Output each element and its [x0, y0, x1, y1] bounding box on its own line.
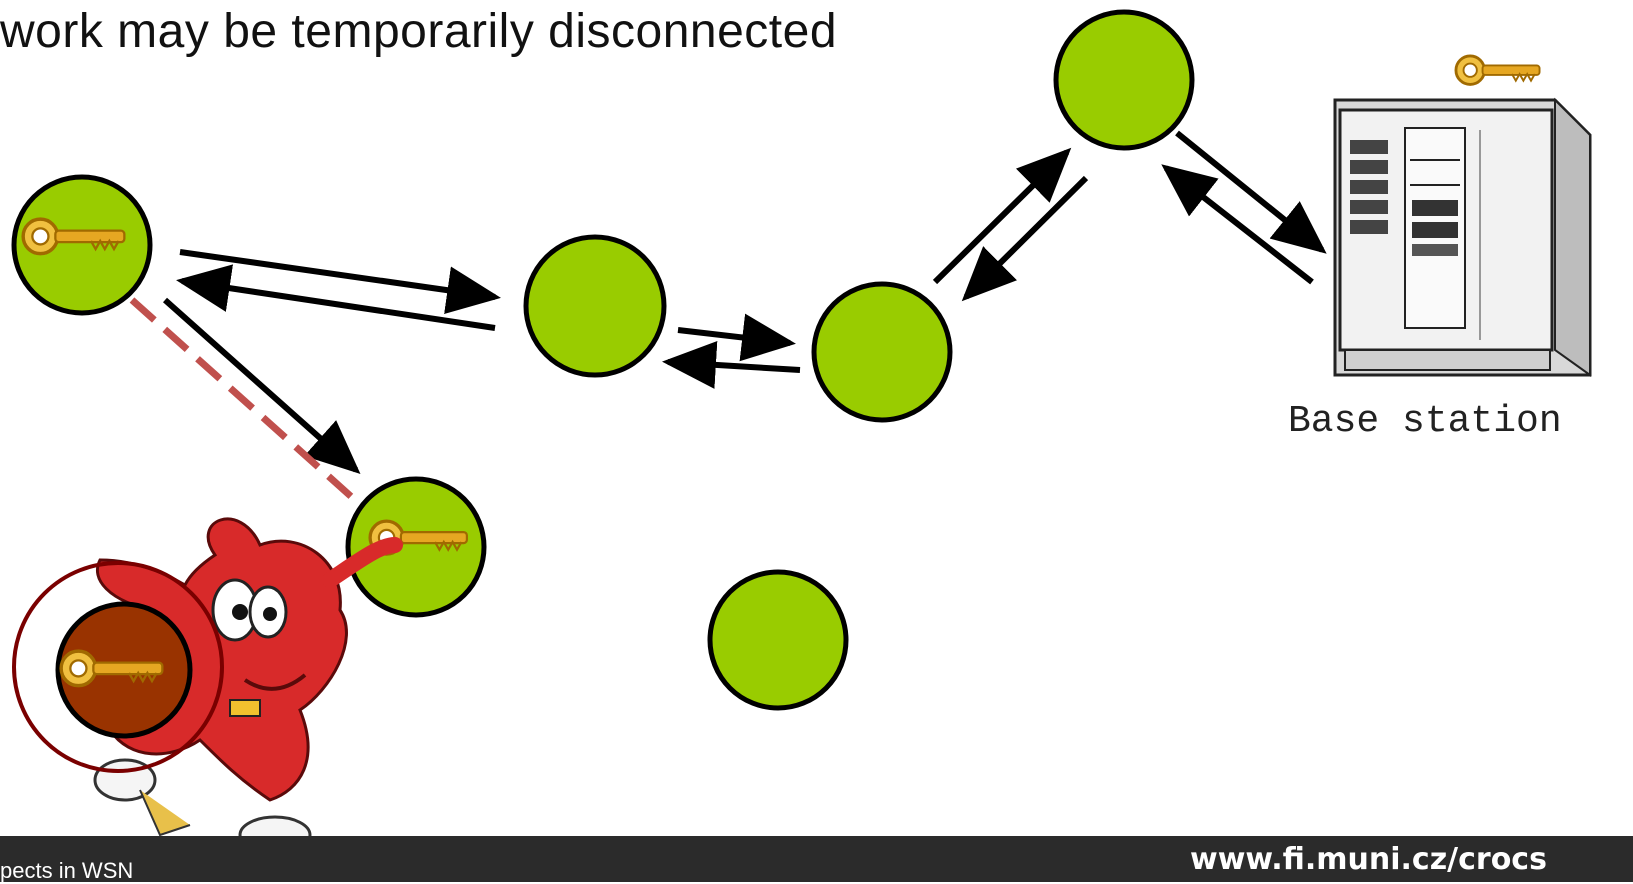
compromise-ring	[12, 561, 224, 773]
key-icon	[1454, 54, 1541, 86]
server-icon	[1333, 97, 1592, 377]
node-6	[707, 569, 849, 711]
arrow-bs-to-n5	[1161, 164, 1314, 285]
node-2	[523, 234, 667, 378]
arrow-n2-to-n1	[176, 264, 496, 331]
sensor-nodes	[11, 9, 1195, 711]
dashed-broken-link	[129, 297, 358, 503]
arrow-n1-to-n2	[179, 249, 501, 314]
arrow-n5-to-bs	[1175, 130, 1327, 254]
arrow-n1-to-n3	[163, 297, 361, 474]
arrow-n5-to-n4	[961, 175, 1089, 302]
footer-left-text: pects in WSN	[0, 858, 134, 883]
link-arrows	[163, 130, 1327, 474]
arrow-n4-to-n2	[662, 340, 801, 389]
node-3	[345, 476, 487, 618]
node-5	[1053, 9, 1195, 151]
arrow-n2-to-n4	[677, 313, 796, 362]
base-station-label: Base station	[1288, 400, 1562, 443]
slide-title: work may be temporarily disconnected	[0, 5, 838, 58]
node-1	[11, 174, 153, 316]
footer-bar	[0, 836, 1633, 882]
arrow-n4-to-n5	[932, 147, 1072, 285]
footer-url[interactable]: www.fi.muni.cz/crocs	[1190, 842, 1547, 877]
node-4	[811, 281, 953, 423]
